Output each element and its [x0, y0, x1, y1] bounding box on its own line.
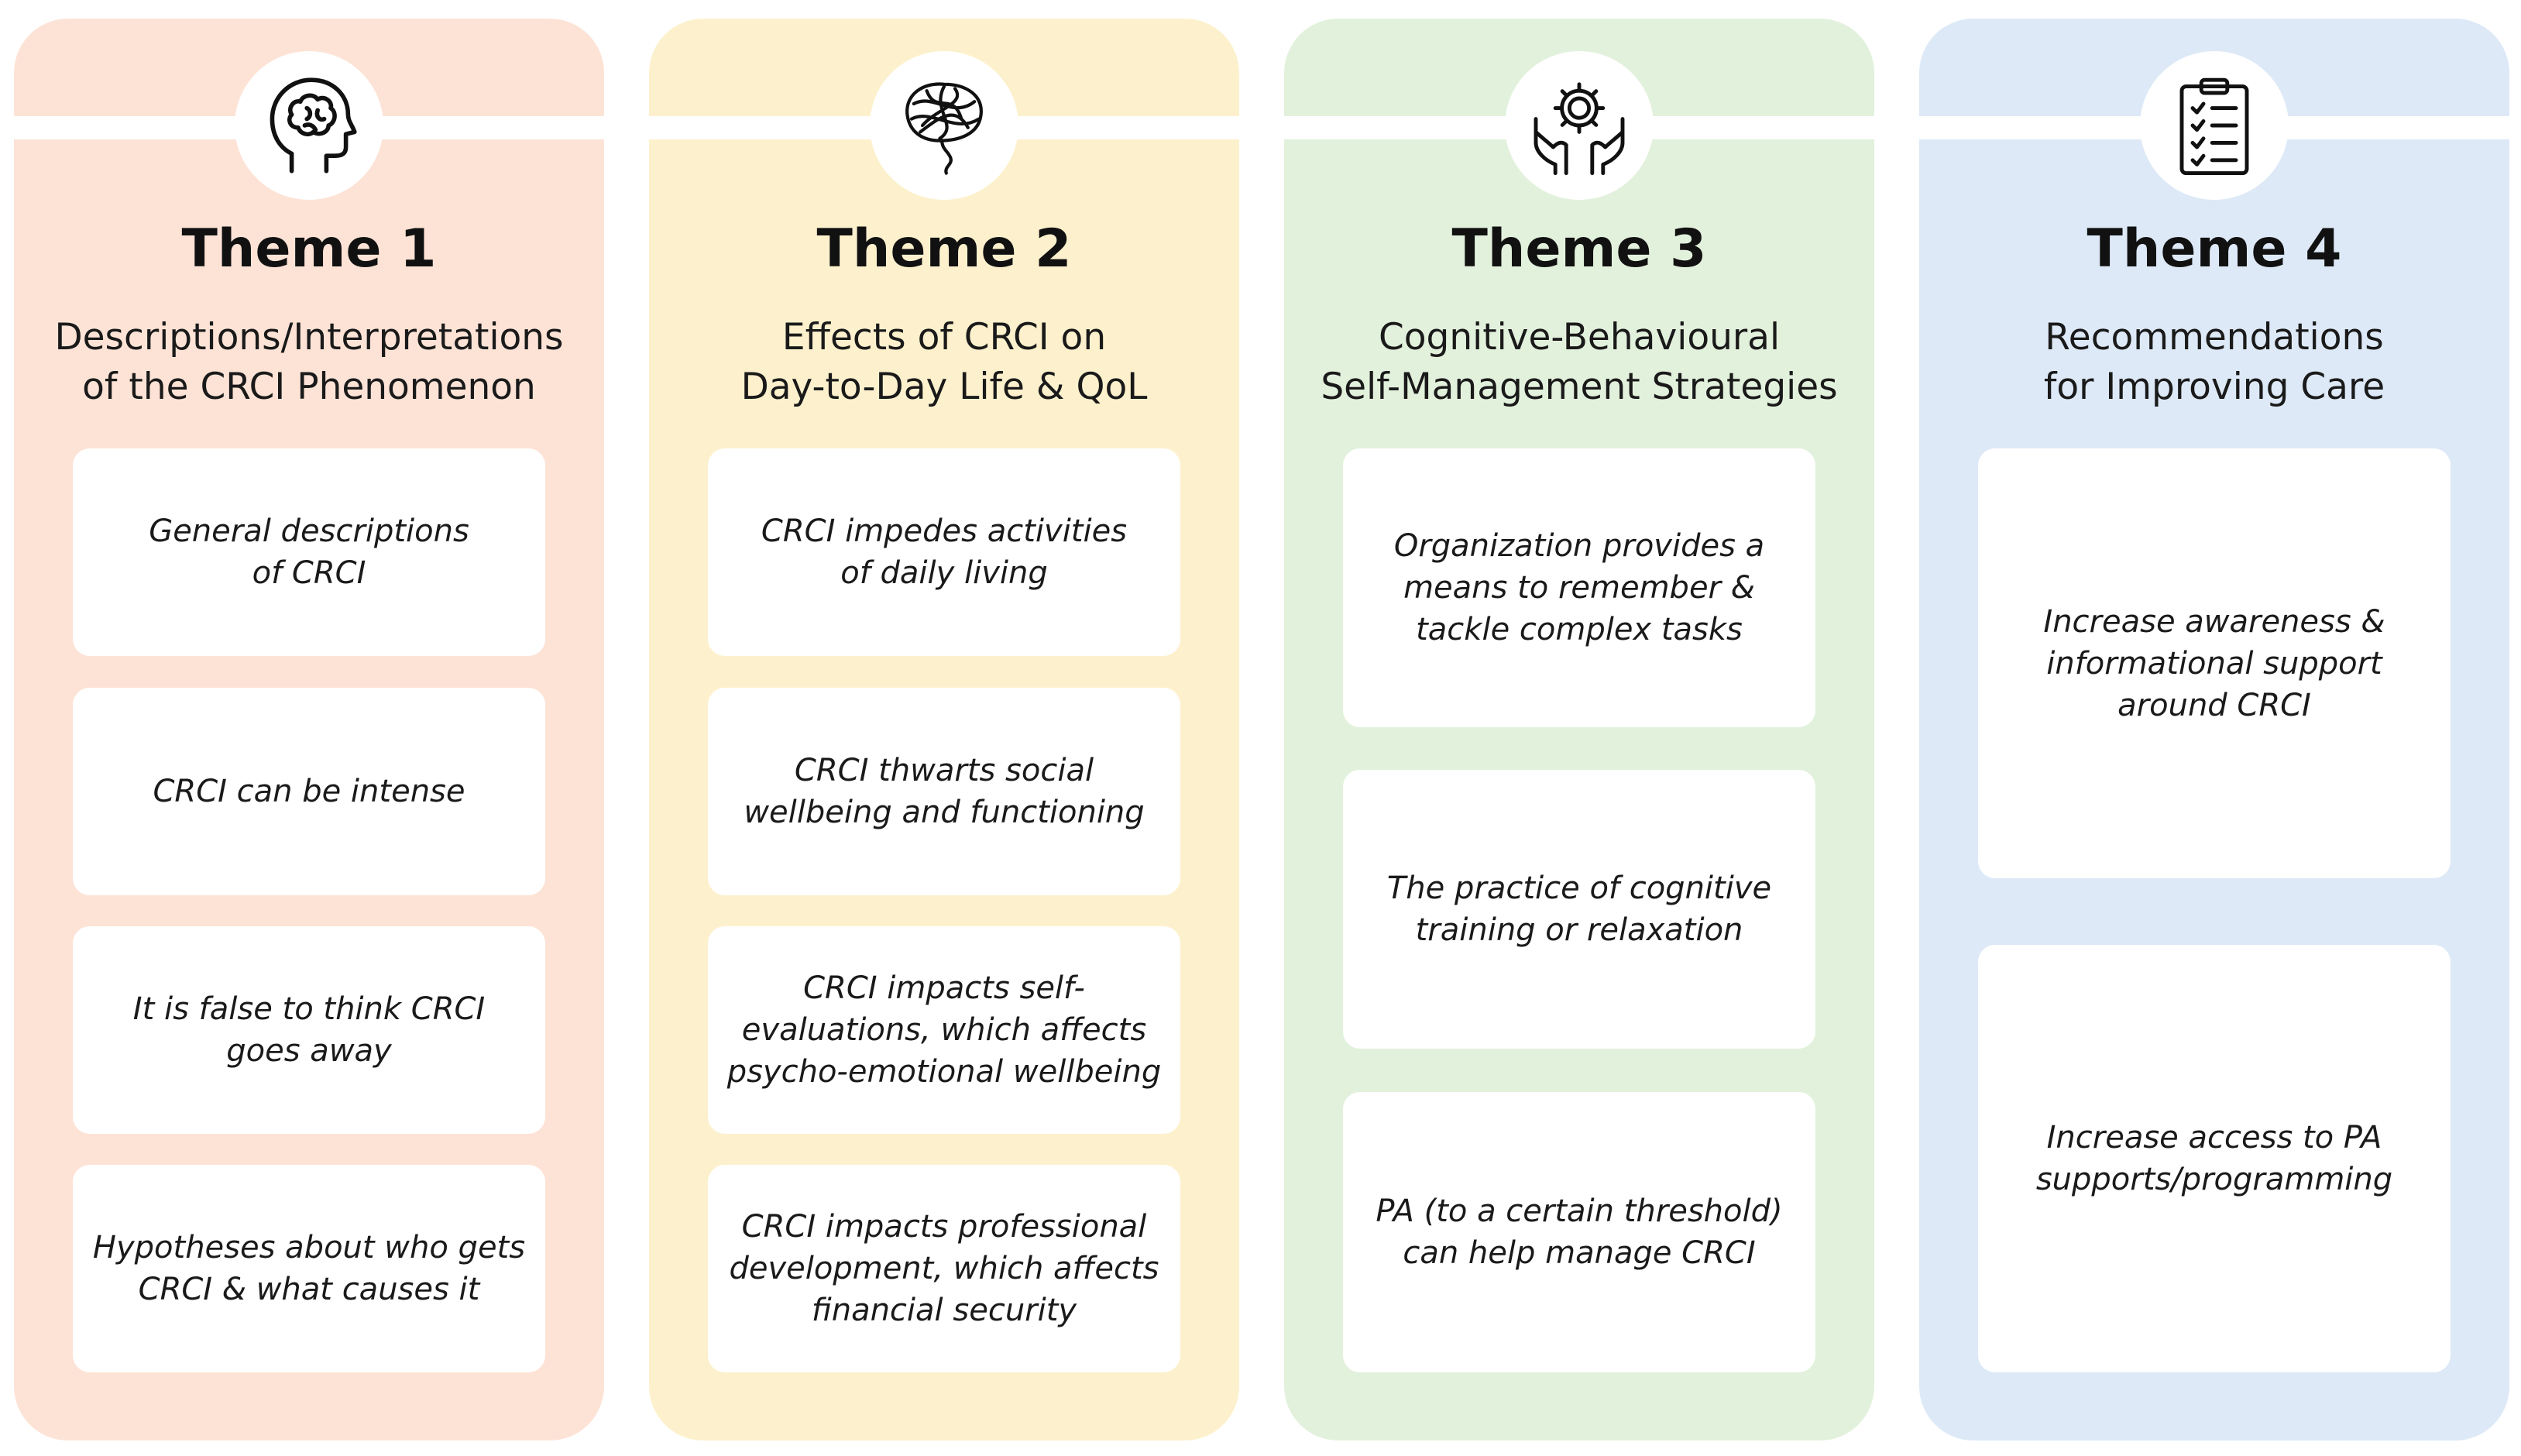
card-line: Increase awareness & [2043, 603, 2385, 640]
theme-3-card-2: The practice of cognitive training or re… [1343, 770, 1815, 1049]
theme-3-subtitle-line: Cognitive-Behavioural [1378, 316, 1781, 359]
card-line: Hypotheses about who gets [92, 1230, 526, 1265]
theme-4-icon-circle [2140, 51, 2289, 200]
theme-3-title: Theme 3 [1451, 218, 1707, 280]
theme-1-card-2: CRCI can be intense [73, 688, 545, 895]
card-text: PA (to a certain threshold) can help man… [1376, 1190, 1782, 1274]
theme-3-subtitle: Cognitive-Behavioural Self-Management St… [1300, 313, 1859, 412]
theme-1-subtitle-line: Descriptions/Interpretations [54, 316, 564, 359]
tangled-brain-icon [905, 82, 983, 175]
theme-2-subtitle-line: Day-to-Day Life & QoL [740, 366, 1148, 408]
theme-4-column: Theme 4 Recommendations for Improving Ca… [1919, 19, 2509, 1441]
theme-2-subtitle: Effects of CRCI on Day-to-Day Life & QoL [665, 313, 1224, 412]
card-text: CRCI thwarts social wellbeing and functi… [744, 750, 1144, 833]
theme-1-card-3: It is false to think CRCI goes away [73, 926, 545, 1134]
theme-3-column: Theme 3 Cognitive-Behavioural Self-Manag… [1284, 19, 1874, 1441]
card-line: of CRCI [252, 555, 366, 591]
card-text: CRCI can be intense [153, 771, 465, 812]
gear-hands-icon [1534, 82, 1625, 176]
card-line: evaluations, which affects [741, 1012, 1147, 1048]
card-line: supports/programming [2035, 1162, 2393, 1197]
card-line: CRCI impacts professional [741, 1209, 1147, 1245]
theme-1-title: Theme 1 [181, 218, 437, 280]
card-line: CRCI can be intense [153, 774, 465, 809]
card-line: training or relaxation [1415, 912, 1743, 948]
theme-1-subtitle-line: of the CRCI Phenomenon [82, 366, 536, 408]
theme-4-subtitle-line: for Improving Care [2043, 366, 2385, 408]
card-line: PA (to a certain threshold) [1376, 1193, 1783, 1229]
theme-4-subtitle: Recommendations for Improving Care [1935, 313, 2494, 412]
card-text: CRCI impedes activities of daily living [761, 510, 1127, 594]
card-text: It is false to think CRCI goes away [133, 988, 485, 1072]
theme-2-card-3: CRCI impacts self- evaluations, which af… [708, 926, 1180, 1134]
card-line: CRCI & what causes it [138, 1272, 480, 1307]
theme-1-card-1: General descriptions of CRCI [73, 448, 545, 656]
theme-1-subtitle: Descriptions/Interpretations of the CRCI… [29, 313, 589, 412]
theme-3-card-3: PA (to a certain threshold) can help man… [1343, 1092, 1815, 1372]
card-line: of daily living [840, 555, 1048, 591]
card-line: psycho-emotional wellbeing [726, 1054, 1162, 1090]
card-line: General descriptions [149, 513, 469, 549]
card-line: The practice of cognitive [1386, 871, 1772, 906]
card-line: CRCI impedes activities [761, 513, 1128, 549]
clipboard-checklist-icon [2179, 77, 2249, 176]
theme-3-subtitle-line: Self-Management Strategies [1321, 366, 1838, 408]
theme-2-card-1: CRCI impedes activities of daily living [708, 448, 1180, 656]
card-line: CRCI thwarts social [794, 753, 1094, 788]
theme-3-card-1: Organization provides a means to remembe… [1343, 448, 1815, 727]
theme-3-icon-circle [1505, 51, 1654, 200]
card-line: Increase access to PA [2046, 1120, 2382, 1156]
theme-2-icon-circle [870, 51, 1018, 200]
card-line: financial security [811, 1293, 1077, 1328]
card-line: CRCI impacts self- [803, 970, 1085, 1006]
theme-2-card-4: CRCI impacts professional development, w… [708, 1165, 1180, 1372]
theme-2-card-2: CRCI thwarts social wellbeing and functi… [708, 688, 1180, 895]
theme-1-column: Theme 1 Descriptions/Interpretations of … [14, 19, 604, 1441]
theme-4-subtitle-line: Recommendations [2045, 316, 2384, 359]
theme-2-subtitle-line: Effects of CRCI on [781, 316, 1107, 359]
theme-4-card-1: Increase awareness & informational suppo… [1978, 448, 2451, 878]
card-line: wellbeing and functioning [744, 795, 1145, 830]
theme-2-title: Theme 2 [816, 218, 1072, 280]
theme-1-icon-circle [235, 51, 383, 200]
theme-4-card-2: Increase access to PA supports/programmi… [1978, 945, 2451, 1372]
card-line: It is false to think CRCI [132, 991, 486, 1027]
theme-2-column: Theme 2 Effects of CRCI on Day-to-Day Li… [649, 19, 1239, 1441]
card-line: can help manage CRCI [1403, 1235, 1756, 1271]
card-text: Increase access to PA supports/programmi… [2036, 1117, 2392, 1200]
card-line: goes away [226, 1033, 392, 1069]
card-text: CRCI impacts self- evaluations, which af… [727, 967, 1162, 1093]
card-text: Organization provides a means to remembe… [1394, 525, 1764, 651]
card-line: Organization provides a [1393, 528, 1765, 564]
card-text: CRCI impacts professional development, w… [729, 1206, 1159, 1331]
card-text: Hypotheses about who gets CRCI & what ca… [93, 1227, 525, 1310]
card-text: Increase awareness & informational suppo… [2043, 601, 2385, 726]
brain-head-icon [270, 77, 357, 173]
theme-4-title: Theme 4 [2087, 218, 2342, 280]
card-line: informational support [2046, 645, 2382, 682]
theme-1-card-4: Hypotheses about who gets CRCI & what ca… [73, 1165, 545, 1372]
card-text: General descriptions of CRCI [149, 510, 469, 594]
card-line: tackle complex tasks [1416, 612, 1743, 647]
card-line: around CRCI [2117, 687, 2311, 723]
card-line: means to remember & [1403, 570, 1755, 606]
card-text: The practice of cognitive training or re… [1387, 867, 1771, 951]
card-line: development, which affects [729, 1251, 1159, 1286]
